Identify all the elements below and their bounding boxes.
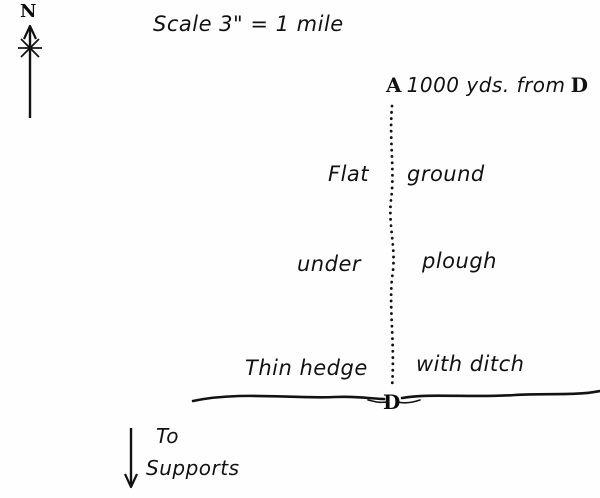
point-a-note-ref: D: [570, 73, 588, 97]
to-label: To: [156, 424, 179, 448]
flat-label: Flat: [328, 162, 370, 186]
under-label: under: [297, 252, 362, 276]
ground-label: ground: [407, 162, 485, 186]
point-d-label: D: [383, 390, 401, 414]
thin-hedge-label: Thin hedge: [245, 356, 368, 380]
hedge-ditch-line-detail: [367, 399, 421, 404]
point-a-row: A 1000 yds. from D: [386, 73, 588, 97]
north-label: N: [20, 1, 37, 22]
scale-text: Scale 3" = 1 mile: [153, 12, 344, 36]
supports-label: Supports: [146, 456, 240, 480]
point-a-label: A: [386, 73, 402, 97]
with-ditch-label: with ditch: [416, 352, 525, 376]
dotted-route-line: [389, 104, 395, 390]
hedge-ditch-line: [191, 389, 600, 403]
plough-label: plough: [422, 249, 497, 273]
to-supports-arrow-icon: [124, 428, 138, 489]
north-arrow-icon: [18, 24, 42, 118]
point-a-note: 1000 yds. from: [406, 73, 566, 97]
